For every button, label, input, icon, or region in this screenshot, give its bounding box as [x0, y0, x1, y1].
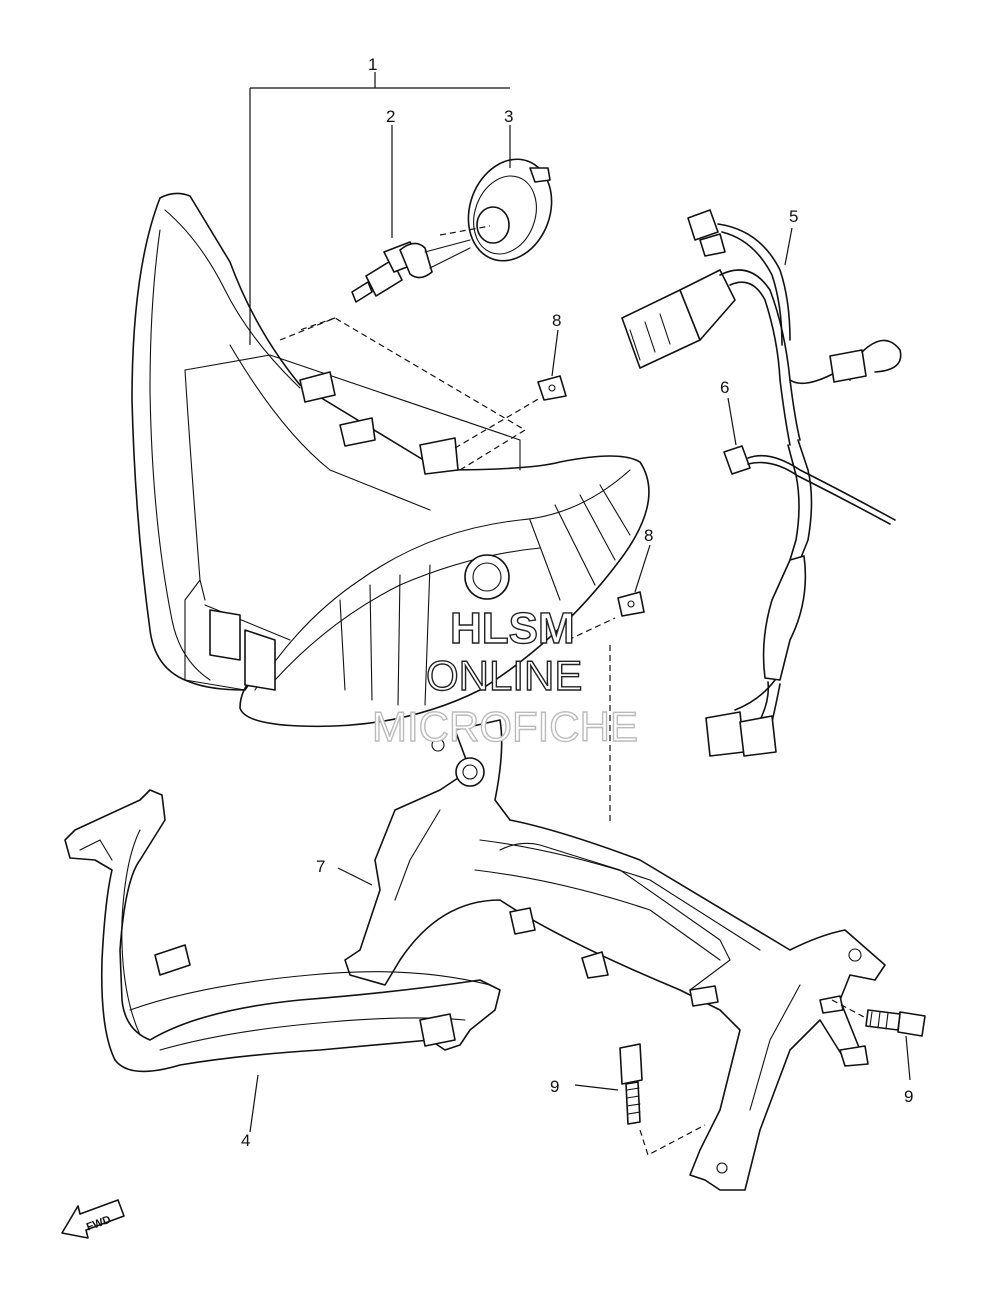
callout-6: 6 — [720, 378, 729, 397]
headlight-assembly — [131, 192, 650, 728]
watermark-line-3: MICROFICHE — [372, 703, 638, 750]
leader-lines — [249, 72, 911, 1156]
watermark-line-2: ONLINE — [426, 652, 582, 699]
callouts: 1 2 3 5 6 8 8 7 4 9 9 — [241, 55, 913, 1150]
callout-1: 1 — [368, 55, 377, 74]
watermark: HLSM ONLINE MICROFICHE — [371, 603, 638, 750]
callout-8-lower: 8 — [644, 526, 653, 545]
clip-nut-lower — [617, 591, 645, 617]
callout-3: 3 — [504, 107, 513, 126]
clip-nut-upper — [537, 375, 567, 401]
wire-harness — [621, 209, 902, 757]
watermark-line-1: HLSM — [450, 604, 575, 653]
callout-2: 2 — [386, 107, 395, 126]
headlight-bulb — [351, 239, 471, 303]
callout-9-right: 9 — [904, 1087, 913, 1106]
bolt-lower — [619, 1043, 643, 1125]
callout-9-lower: 9 — [550, 1077, 559, 1096]
side-cover — [64, 789, 501, 1073]
socket-cover — [467, 158, 553, 262]
cable-tie — [723, 445, 896, 525]
callout-7: 7 — [316, 857, 325, 876]
callout-4: 4 — [241, 1131, 250, 1150]
fwd-arrow-icon: FWD — [61, 1199, 125, 1239]
bolt-right — [865, 1009, 926, 1037]
callout-5: 5 — [789, 207, 798, 226]
headlight-stay — [344, 719, 886, 1191]
callout-8-upper: 8 — [552, 311, 561, 330]
